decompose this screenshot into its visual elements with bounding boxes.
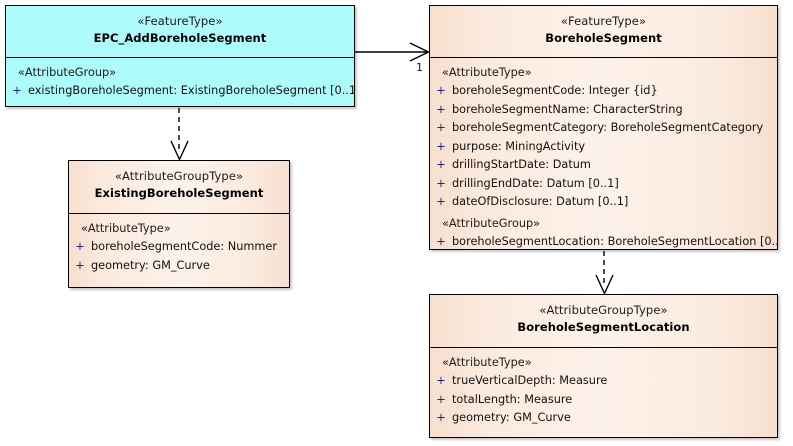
attribute-group-stereotype: «AttributeGroup» [18, 66, 117, 79]
attribute-row[interactable]: + boreholeSegmentCode: Nummer [69, 238, 289, 256]
attribute-visibility: + [436, 158, 446, 172]
class-header-epc-add-borehole-segment: «FeatureType» EPC_AddBoreholeSegment [6, 6, 354, 58]
attribute-text: boreholeSegmentLocation: BoreholeSegment… [452, 235, 778, 249]
attribute-row[interactable]: + geometry: GM_Curve [430, 409, 777, 427]
class-name: EPC_AddBoreholeSegment [93, 31, 267, 46]
class-existing-borehole-segment[interactable]: «AttributeGroupType» ExistingBoreholeSeg… [68, 160, 290, 288]
attribute-visibility: + [436, 84, 446, 98]
attribute-visibility: + [436, 139, 446, 153]
attribute-row[interactable]: + trueVerticalDepth: Measure [430, 372, 777, 390]
class-header-borehole-segment: «FeatureType» BoreholeSegment [430, 6, 777, 58]
attribute-text: drillingStartDate: Datum [452, 158, 591, 172]
attribute-text: geometry: GM_Curve [91, 258, 210, 272]
attribute-text: totalLength: Measure [452, 392, 573, 406]
class-stereotype: «AttributeGroupType» [114, 169, 244, 183]
class-body-epc-add-borehole-segment: «AttributeGroup» + existingBoreholeSegme… [6, 58, 354, 105]
attribute-visibility: + [436, 121, 446, 135]
attribute-text: existingBoreholeSegment: ExistingBorehol… [28, 84, 355, 98]
attribute-row[interactable]: + dateOfDisclosure: Datum [0..1] [430, 193, 777, 211]
attribute-text: trueVerticalDepth: Measure [452, 374, 608, 388]
attribute-group-stereotype: «AttributeType» [442, 356, 532, 369]
attribute-visibility: + [436, 235, 446, 249]
attribute-visibility: + [436, 374, 446, 388]
attribute-text: drillingEndDate: Datum [0..1] [452, 176, 619, 190]
class-borehole-segment-location[interactable]: «AttributeGroupType» BoreholeSegmentLoca… [429, 294, 778, 438]
attribute-visibility: + [436, 176, 446, 190]
attribute-text: boreholeSegmentCode: Nummer [91, 240, 277, 254]
attribute-visibility: + [436, 411, 446, 425]
class-stereotype: «FeatureType» [560, 14, 647, 28]
class-name: ExistingBoreholeSegment [94, 186, 264, 201]
class-borehole-segment[interactable]: «FeatureType» BoreholeSegment «Attribute… [429, 5, 778, 250]
attribute-row[interactable]: + purpose: MiningActivity [430, 138, 777, 156]
connector-association-epc-to-boreholesegment [355, 42, 431, 62]
class-stereotype: «AttributeGroupType» [539, 303, 668, 317]
class-name: BoreholeSegment [545, 31, 662, 46]
association-target-multiplicity: 1 [416, 61, 423, 74]
attribute-row[interactable]: + drillingStartDate: Datum [430, 156, 777, 174]
class-stereotype: «FeatureType» [137, 14, 223, 28]
attribute-row[interactable]: + boreholeSegmentCategory: BoreholeSegme… [430, 119, 777, 137]
connector-dependency-epc-to-existing [170, 108, 189, 162]
attribute-visibility: + [436, 392, 446, 406]
class-body-existing-borehole-segment: «AttributeType» + boreholeSegmentCode: N… [69, 214, 289, 279]
attribute-group-stereotype: «AttributeGroup» [442, 216, 541, 230]
attribute-group-stereotype: «AttributeType» [442, 66, 532, 79]
attribute-row[interactable]: + boreholeSegmentName: CharacterString [430, 101, 777, 119]
class-header-borehole-segment-location: «AttributeGroupType» BoreholeSegmentLoca… [430, 295, 777, 348]
class-name: BoreholeSegmentLocation [517, 320, 690, 335]
class-header-existing-borehole-segment: «AttributeGroupType» ExistingBoreholeSeg… [69, 161, 289, 214]
attribute-text: purpose: MiningActivity [452, 139, 586, 153]
attribute-row[interactable]: + boreholeSegmentLocation: BoreholeSegme… [430, 233, 778, 249]
attribute-row[interactable]: + existingBoreholeSegment: ExistingBoreh… [6, 82, 354, 100]
attribute-visibility: + [75, 258, 85, 272]
attribute-visibility: + [12, 84, 22, 98]
attribute-visibility: + [436, 102, 446, 116]
attribute-visibility: + [436, 195, 446, 209]
attribute-row[interactable]: + totalLength: Measure [430, 391, 777, 409]
attribute-group-stereotype: «AttributeType» [81, 222, 171, 235]
attribute-text: geometry: GM_Curve [452, 411, 571, 425]
connector-dependency-boreholesegment-to-location [595, 251, 614, 296]
class-body-borehole-segment-location: «AttributeType» + trueVerticalDepth: Mea… [430, 348, 777, 432]
attribute-text: boreholeSegmentCode: Integer {id} [452, 84, 658, 98]
attribute-row[interactable]: + boreholeSegmentCode: Integer {id} [430, 82, 777, 100]
class-epc-add-borehole-segment[interactable]: «FeatureType» EPC_AddBoreholeSegment «At… [5, 5, 355, 107]
attribute-visibility: + [75, 240, 85, 254]
class-body-borehole-segment: «AttributeType» + boreholeSegmentCode: I… [430, 58, 778, 249]
attribute-row[interactable]: + geometry: GM_Curve [69, 257, 289, 275]
attribute-row[interactable]: + drillingEndDate: Datum [0..1] [430, 175, 777, 193]
attribute-text: boreholeSegmentCategory: BoreholeSegment… [452, 121, 764, 135]
attribute-text: boreholeSegmentName: CharacterString [452, 102, 683, 116]
attribute-text: dateOfDisclosure: Datum [0..1] [452, 195, 629, 209]
